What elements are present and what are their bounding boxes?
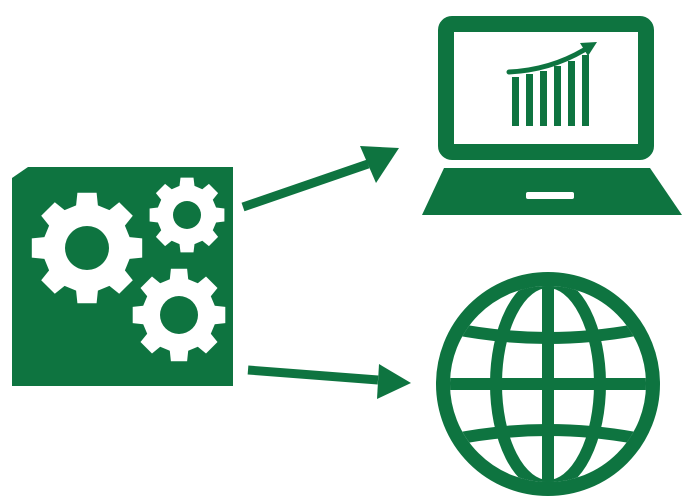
arrow-to-laptop — [241, 146, 399, 212]
trend-arrow-icon — [506, 42, 597, 75]
globe-icon — [436, 272, 660, 496]
arrow-to-globe — [247, 364, 411, 399]
gear-large — [31, 192, 143, 304]
laptop-base — [422, 168, 682, 215]
laptop-touchpad — [526, 192, 574, 199]
gear-small-hole — [173, 201, 201, 229]
bar-chart-icon — [512, 55, 589, 126]
gear-medium-bottom — [132, 268, 226, 362]
gears-icon — [12, 167, 233, 386]
laptop-screen — [438, 16, 654, 160]
gear-small-top — [149, 177, 225, 253]
laptop-chart-icon — [422, 16, 682, 215]
gear-medium-hole — [160, 296, 198, 334]
gear-large-hole — [65, 226, 109, 270]
